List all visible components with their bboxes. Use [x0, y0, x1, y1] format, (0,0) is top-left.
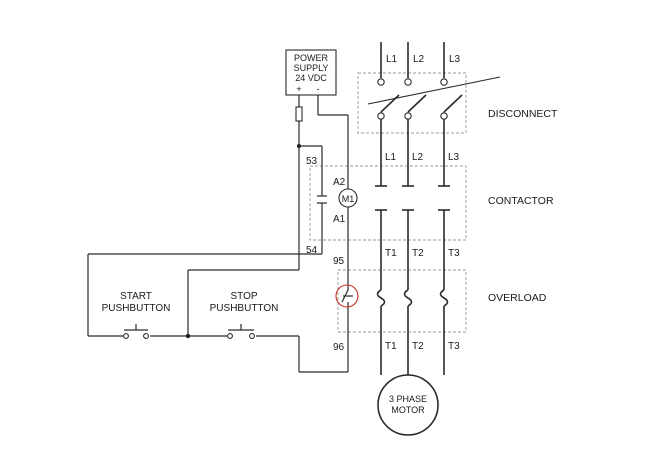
- motor-label-1: 3 PHASE: [389, 394, 427, 404]
- overload-label: OVERLOAD: [488, 292, 547, 304]
- contactor-t2-label: T2: [412, 248, 424, 259]
- supply-l1-label: L1: [386, 54, 398, 65]
- motor-label-2: MOTOR: [391, 405, 425, 415]
- coil-m1-label: M1: [342, 194, 355, 204]
- load-l2-label: L2: [412, 152, 424, 163]
- power-supply-label-2: SUPPLY: [294, 63, 329, 73]
- terminal-53: 53: [306, 156, 318, 167]
- control-wiring: M1: [87, 95, 359, 373]
- overload-t1-label: T1: [385, 341, 397, 352]
- overload-t3-label: T3: [448, 341, 460, 352]
- disconnect-box: [357, 72, 467, 134]
- contactor-t1-label: T1: [385, 248, 397, 259]
- power-supply-label-3: 24 VDC: [295, 73, 327, 83]
- power-supply: POWER SUPPLY 24 VDC + -: [285, 49, 337, 96]
- terminal-96: 96: [333, 342, 345, 353]
- contactor-label: CONTACTOR: [488, 195, 554, 207]
- power-supply-minus: -: [317, 84, 320, 94]
- disconnect-label: DISCONNECT: [488, 108, 558, 120]
- terminal-54: 54: [306, 245, 318, 256]
- stop-pushbutton-label-1: STOP: [230, 291, 257, 302]
- load-l3-label: L3: [448, 152, 460, 163]
- contactor-box: [309, 165, 467, 241]
- start-pushbutton-label-1: START: [120, 291, 152, 302]
- power-supply-plus: +: [296, 84, 301, 94]
- terminal-a2: A2: [333, 177, 346, 188]
- power-supply-label-1: POWER: [294, 53, 329, 63]
- stop-pushbutton-label-2: PUSHBUTTON: [210, 303, 279, 314]
- power-wiring: 3 PHASE MOTOR: [367, 42, 501, 436]
- terminal-a1: A1: [333, 214, 346, 225]
- annotation-circle: [335, 284, 359, 308]
- contactor-t3-label: T3: [448, 248, 460, 259]
- overload-t2-label: T2: [412, 341, 424, 352]
- fuse-icon: [295, 106, 303, 122]
- supply-l2-label: L2: [413, 54, 425, 65]
- load-l1-label: L1: [385, 152, 397, 163]
- motor-circle: [377, 374, 439, 436]
- disconnect-handle: [367, 76, 501, 105]
- start-pushbutton-label-2: PUSHBUTTON: [102, 303, 171, 314]
- terminal-95: 95: [333, 256, 345, 267]
- supply-l3-label: L3: [449, 54, 461, 65]
